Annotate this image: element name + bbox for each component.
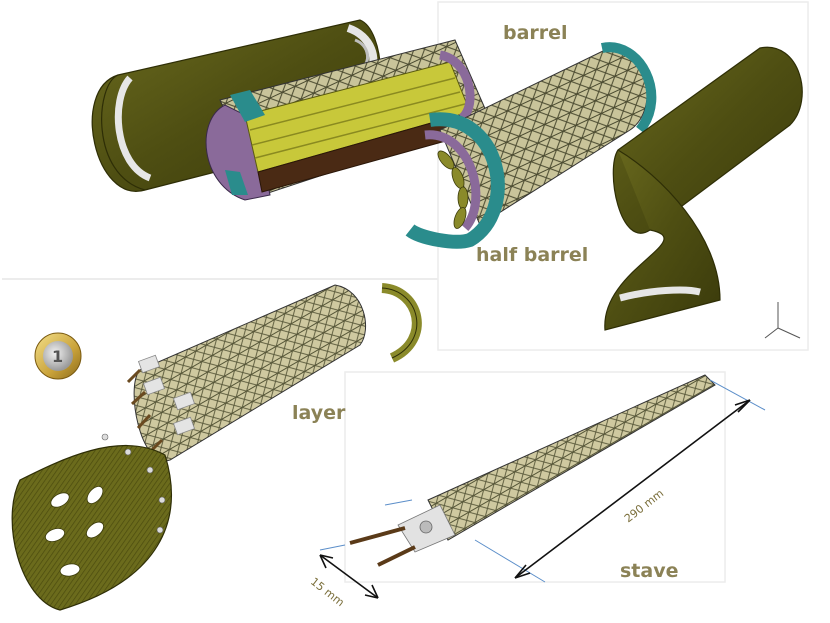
panel-frames bbox=[2, 1, 809, 583]
stave-label: stave bbox=[620, 560, 679, 582]
stave bbox=[349, 374, 716, 567]
dimension-lines bbox=[319, 379, 766, 599]
layer-assembly bbox=[126, 283, 422, 462]
euro-coin-icon: 1 bbox=[34, 332, 82, 380]
half-barrel-label: half barrel bbox=[476, 244, 589, 266]
layer-label: layer bbox=[292, 402, 346, 424]
layer-end-cap bbox=[11, 433, 172, 611]
axis-icon bbox=[764, 302, 801, 339]
svg-text:1: 1 bbox=[52, 347, 63, 366]
barrel-cutaway bbox=[205, 39, 491, 201]
barrel-label: barrel bbox=[503, 22, 568, 44]
half-barrel bbox=[405, 42, 657, 249]
barrel-outer-shell-right bbox=[604, 46, 803, 331]
